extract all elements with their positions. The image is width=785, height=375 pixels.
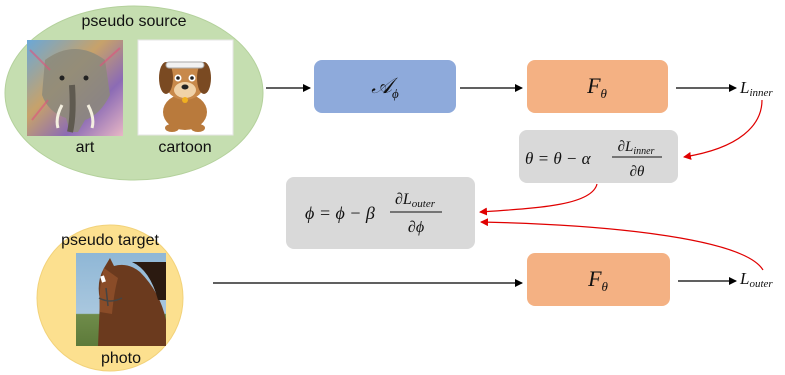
theta-update-numerator: ∂Linner	[618, 139, 655, 157]
photo-label: photo	[101, 350, 141, 367]
cartoon-label: cartoon	[158, 139, 211, 156]
model-bottom-subscript: θ	[602, 279, 609, 294]
theta-num-subscript: inner	[633, 146, 654, 157]
l-outer-subscript: outer	[749, 278, 773, 290]
phi-num-subscript: outer	[412, 198, 436, 210]
theta-update-block: θ = θ − α ∂Linner ∂θ	[519, 130, 678, 183]
horse-photo-icon	[76, 253, 166, 346]
l-inner-label: Linner	[739, 78, 773, 99]
model-block-bottom: Fθ	[527, 253, 670, 306]
l-inner-subscript: inner	[749, 87, 773, 99]
augment-block: 𝒜ϕ	[314, 60, 456, 113]
svg-text:Fθ: Fθ	[587, 266, 608, 294]
pseudo-source-group: pseudo source art	[4, 5, 264, 181]
l-outer-label: Louter	[739, 269, 773, 290]
grad-arrow-louter-to-phi	[480, 218, 764, 271]
phi-update-block: ϕ = ϕ − β ∂Louter ∂ϕ	[286, 177, 475, 249]
l-outer-symbol: L	[739, 269, 749, 288]
pseudo-target-title: pseudo target	[61, 232, 159, 249]
pseudo-source-title: pseudo source	[82, 13, 187, 30]
phi-update-numerator: ∂Louter	[395, 191, 436, 210]
svg-text:Fθ: Fθ	[586, 73, 607, 101]
grad-arrow-theta-to-phi	[479, 183, 598, 216]
theta-num-symbol: ∂L	[618, 139, 634, 155]
augment-subscript: ϕ	[392, 86, 399, 101]
theta-update-denominator: ∂θ	[630, 164, 645, 180]
phi-update-lhs: ϕ = ϕ − β	[305, 203, 375, 223]
model-block-top: Fθ	[527, 60, 668, 113]
art-label: art	[76, 139, 95, 156]
phi-update-denominator: ∂ϕ	[408, 219, 424, 236]
cartoon-dog-icon	[137, 39, 234, 136]
phi-num-symbol: ∂L	[395, 191, 412, 208]
theta-update-lhs: θ = θ − α	[525, 149, 592, 168]
model-bottom-symbol: F	[587, 266, 602, 291]
elephant-art-icon	[27, 40, 123, 136]
l-inner-symbol: L	[739, 78, 749, 97]
pseudo-target-group: pseudo target photo	[36, 224, 184, 372]
model-top-subscript: θ	[601, 86, 608, 101]
grad-arrow-linner-to-theta	[683, 99, 763, 160]
model-top-symbol: F	[586, 73, 601, 98]
